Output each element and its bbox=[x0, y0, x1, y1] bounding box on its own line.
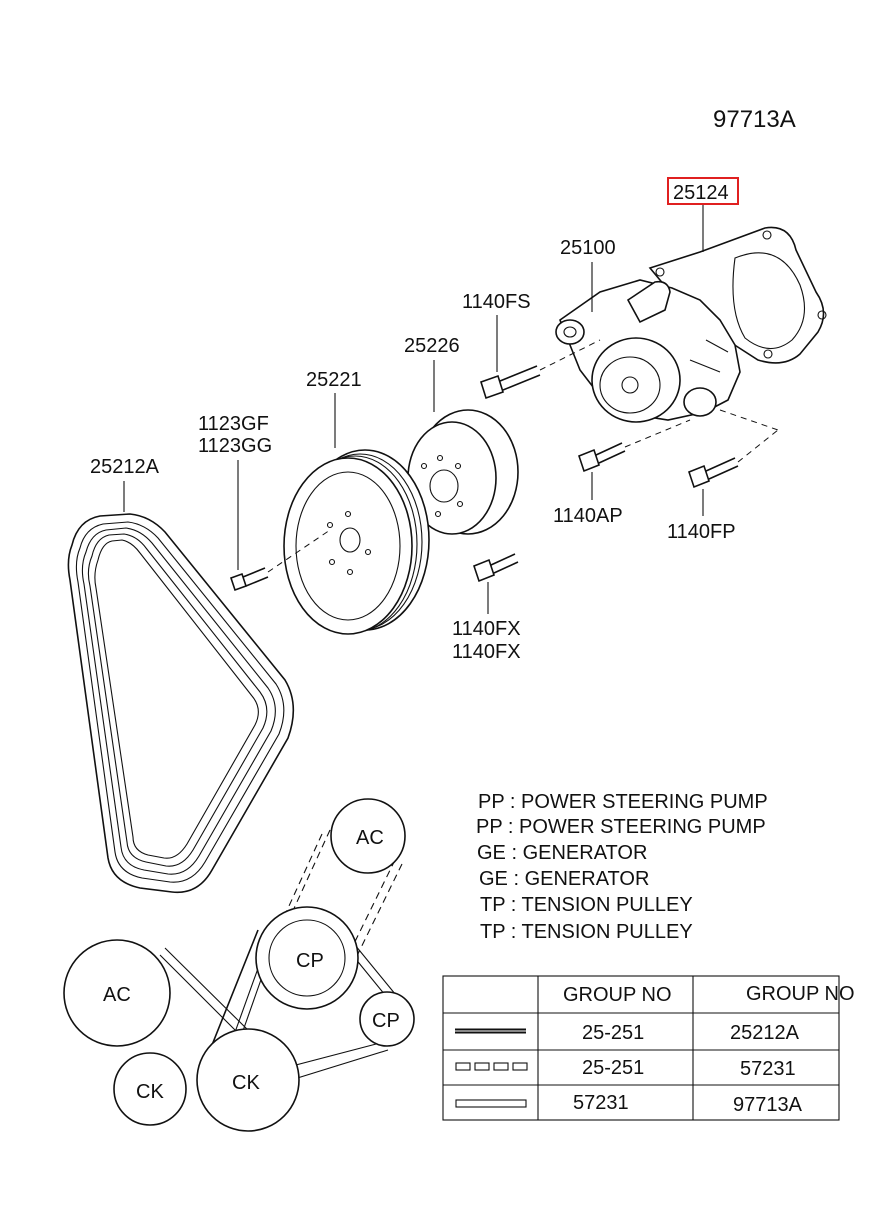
bolt-1140FP: 1140FP bbox=[667, 409, 779, 543]
upper-ac-label: AC bbox=[356, 827, 384, 849]
main-ck-label: CK bbox=[232, 1072, 260, 1094]
belt-25212A: 25212A bbox=[67, 456, 295, 894]
table-row2-cell2: 57231 bbox=[740, 1058, 796, 1080]
part-label-1140FX-2[interactable]: 1140FX bbox=[452, 641, 521, 663]
table-row3-cell1: 57231 bbox=[573, 1092, 629, 1114]
legend-line-4: GE : GENERATOR bbox=[479, 868, 649, 890]
part-label-1123GG[interactable]: 1123GG bbox=[198, 435, 272, 457]
part-label-1140FP[interactable]: 1140FP bbox=[667, 521, 736, 543]
bolt-1140FS: 1140FS bbox=[462, 291, 601, 400]
legend-line-1: PP : POWER STEERING PUMP bbox=[478, 791, 768, 813]
part-label-25100[interactable]: 25100 bbox=[560, 237, 616, 259]
gasket-25124 bbox=[648, 226, 827, 364]
bolt-1140AP: 1140AP bbox=[553, 419, 691, 527]
lower-ck-label: CK bbox=[136, 1081, 164, 1103]
legend-line-2: PP : POWER STEERING PUMP bbox=[476, 816, 766, 838]
legend: PP : POWER STEERING PUMP PP : POWER STEE… bbox=[476, 791, 768, 943]
part-label-25226[interactable]: 25226 bbox=[404, 335, 460, 357]
table-header-2: GROUP NO bbox=[746, 983, 855, 1005]
table-row1-cell1: 25-251 bbox=[582, 1022, 644, 1044]
pulley-25221: 25221 bbox=[283, 369, 430, 635]
belt-routing-layout: AC CP AC CP CK CK bbox=[63, 798, 415, 1132]
line-style-outline bbox=[455, 1099, 527, 1108]
pulley-25226: 25226 bbox=[404, 335, 519, 535]
lower-ac-label: AC bbox=[103, 984, 131, 1006]
part-label-1123GF[interactable]: 1123GF bbox=[198, 413, 269, 435]
table-header-1: GROUP NO bbox=[563, 984, 672, 1006]
legend-line-3: GE : GENERATOR bbox=[477, 842, 647, 864]
highlight-box bbox=[667, 177, 739, 205]
part-label-25124[interactable]: 25124 bbox=[673, 182, 729, 204]
legend-line-5: TP : TENSION PULLEY bbox=[480, 894, 693, 916]
bolt-1140FX: 1140FX 1140FX bbox=[452, 553, 521, 663]
line-style-dashed-box bbox=[455, 1062, 528, 1071]
diagram-reference: 97713A bbox=[713, 106, 796, 133]
table-row3-cell2: 97713A bbox=[733, 1094, 803, 1116]
part-label-25212A[interactable]: 25212A bbox=[90, 456, 160, 478]
part-25124-callout[interactable]: 25124 bbox=[667, 177, 739, 252]
part-label-1140FX-1[interactable]: 1140FX bbox=[452, 618, 521, 640]
table-row1-cell2: 25212A bbox=[730, 1022, 800, 1044]
bolt-1123GF-GG: 1123GF 1123GG bbox=[198, 413, 331, 592]
upper-cp-label: CP bbox=[296, 950, 324, 972]
water-pump-25100: 25100 bbox=[555, 237, 741, 423]
legend-line-6: TP : TENSION PULLEY bbox=[480, 921, 693, 943]
part-label-1140FS[interactable]: 1140FS bbox=[462, 291, 531, 313]
part-label-1140AP[interactable]: 1140AP bbox=[553, 505, 623, 527]
part-label-25221[interactable]: 25221 bbox=[306, 369, 362, 391]
table-row2-cell1: 25-251 bbox=[582, 1057, 644, 1079]
group-table: GROUP NO GROUP NO 25-251 25212A 25-251 5… bbox=[442, 975, 855, 1121]
lower-cp-label: CP bbox=[372, 1010, 400, 1032]
